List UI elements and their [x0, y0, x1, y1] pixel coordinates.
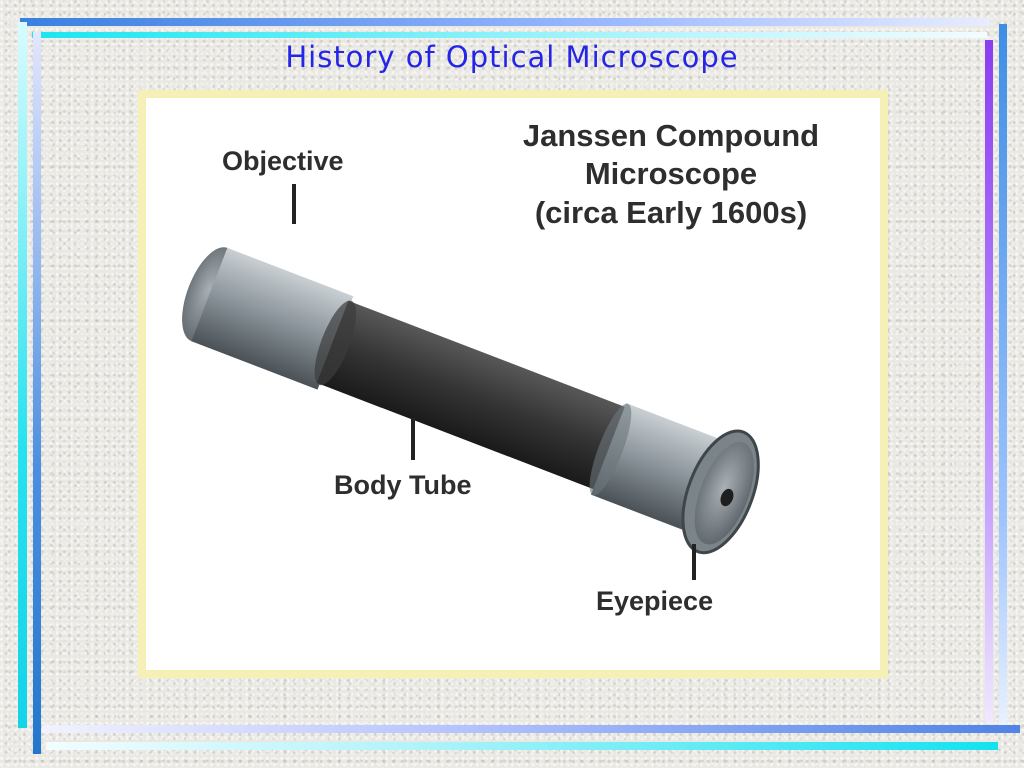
microscope-illustration: Janssen Compound Microscope (circa Early…: [182, 118, 819, 616]
microscope-figure: Janssen Compound Microscope (circa Early…: [138, 90, 888, 678]
figure-heading-line-1: Janssen Compound: [523, 118, 819, 153]
frame-bar-bottom-outer: [46, 742, 998, 750]
frame-bar-left-outer: [18, 22, 27, 728]
objective-label: Objective: [222, 146, 344, 176]
eyepiece-hole: [720, 488, 734, 507]
frame-bar-top-inner: [32, 32, 987, 38]
frame-bar-right-inner: [985, 40, 993, 722]
slide-title: History of Optical Microscope: [285, 40, 739, 74]
figure-heading-line-3: (circa Early 1600s): [535, 195, 807, 230]
objective-section: [191, 247, 354, 390]
figure-heading-line-2: Microscope: [585, 156, 757, 191]
body-tube-label: Body Tube: [334, 470, 472, 500]
eyepiece-label: Eyepiece: [596, 586, 713, 616]
frame-bar-right-outer: [999, 24, 1007, 729]
microscope-tube: [182, 247, 760, 555]
body-tube-section: [316, 300, 629, 491]
frame-bar-top-outer: [20, 18, 990, 26]
frame-bar-left-inner: [33, 32, 41, 754]
frame-bar-bottom-inner: [42, 725, 1020, 733]
